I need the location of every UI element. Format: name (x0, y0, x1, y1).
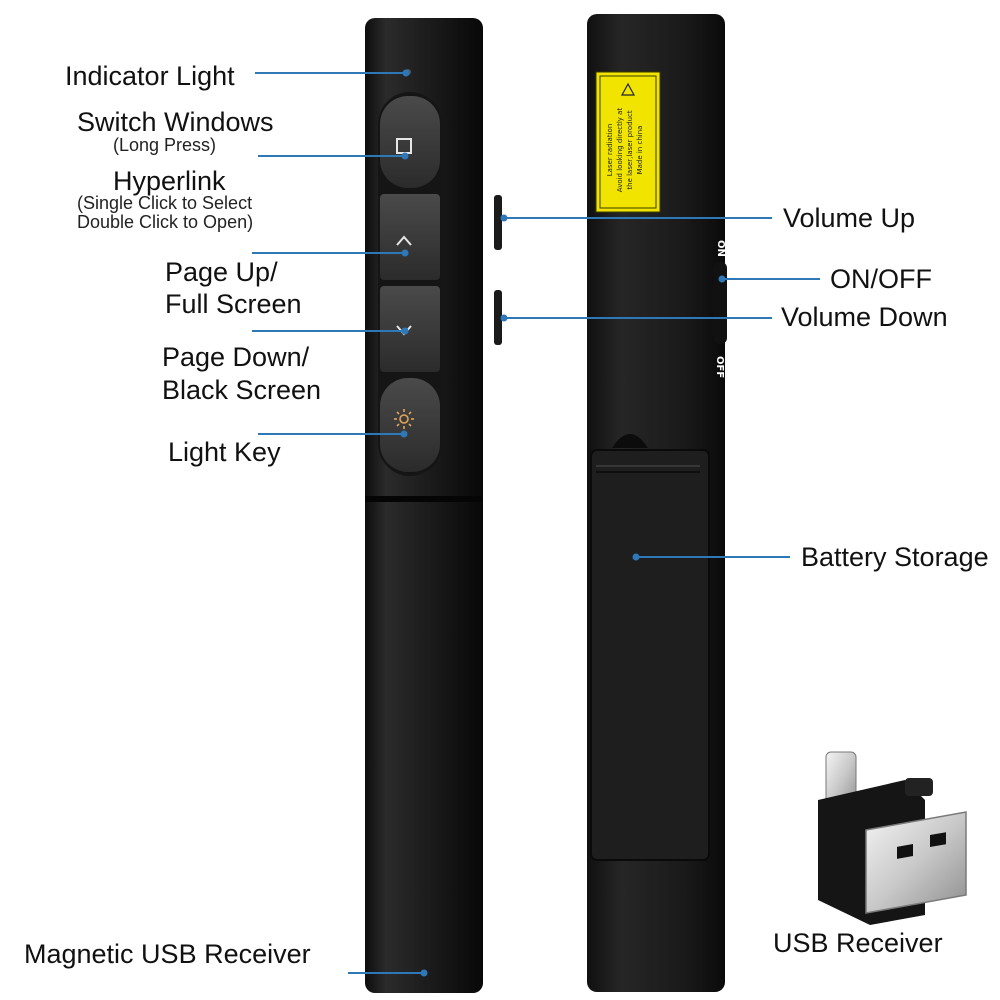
label-battery-storage: Battery Storage (801, 542, 989, 572)
sun-icon (394, 409, 414, 429)
label-volume-down: Volume Down (781, 302, 948, 332)
warning-triangle-icon (620, 82, 636, 96)
usb-a-plug (865, 811, 967, 914)
label-page-up-line-1: Page Up/ (165, 257, 278, 287)
presenter-front (365, 18, 502, 993)
volume-up-key[interactable] (494, 195, 502, 250)
label-light-key: Light Key (168, 437, 281, 467)
label-on-off: ON/OFF (830, 264, 932, 294)
switch-off-text: OFF (714, 356, 725, 378)
chevron-up-icon (396, 235, 412, 246)
label-page-down-line-2: Black Screen (162, 375, 322, 405)
label-usb-receiver: USB Receiver (773, 928, 943, 958)
label-hyperlink-note-2: Double Click to Open) (77, 212, 254, 232)
label-hyperlink-note-1: (Single Click to Select (77, 193, 253, 213)
receiver-seam (365, 496, 483, 502)
laser-label-line-1: Laser radiation (606, 124, 614, 177)
callout-lines (252, 69, 820, 977)
switch-on-text: ON (715, 240, 726, 257)
button-panel (378, 92, 442, 476)
page-down-button[interactable] (380, 286, 440, 372)
usb-receiver-illustration (818, 751, 967, 925)
label-page-up-line-2: Full Screen (165, 289, 302, 319)
label-switch-windows: Switch Windows (77, 107, 274, 137)
battery-cover (590, 449, 710, 861)
battery-cover-notch (612, 434, 648, 448)
volume-down-key[interactable] (494, 290, 502, 345)
presenter-back: Laser radiation Avoid looking directly a… (587, 14, 727, 992)
label-hyperlink: Hyperlink (113, 166, 226, 196)
laser-label-line-2: Avoid looking directly at (616, 108, 624, 193)
power-switch[interactable] (713, 262, 727, 344)
label-page-down-line-1: Page Down/ (162, 342, 310, 372)
label-indicator-light: Indicator Light (65, 61, 235, 91)
laser-label-line-3: the laser,laser product (626, 110, 634, 189)
page-up-button[interactable] (380, 194, 440, 280)
label-magnetic-usb-receiver: Magnetic USB Receiver (24, 939, 311, 969)
label-long-press: (Long Press) (113, 135, 217, 155)
laser-label-line-4: Made in china (636, 126, 644, 175)
label-volume-up: Volume Up (783, 203, 916, 233)
